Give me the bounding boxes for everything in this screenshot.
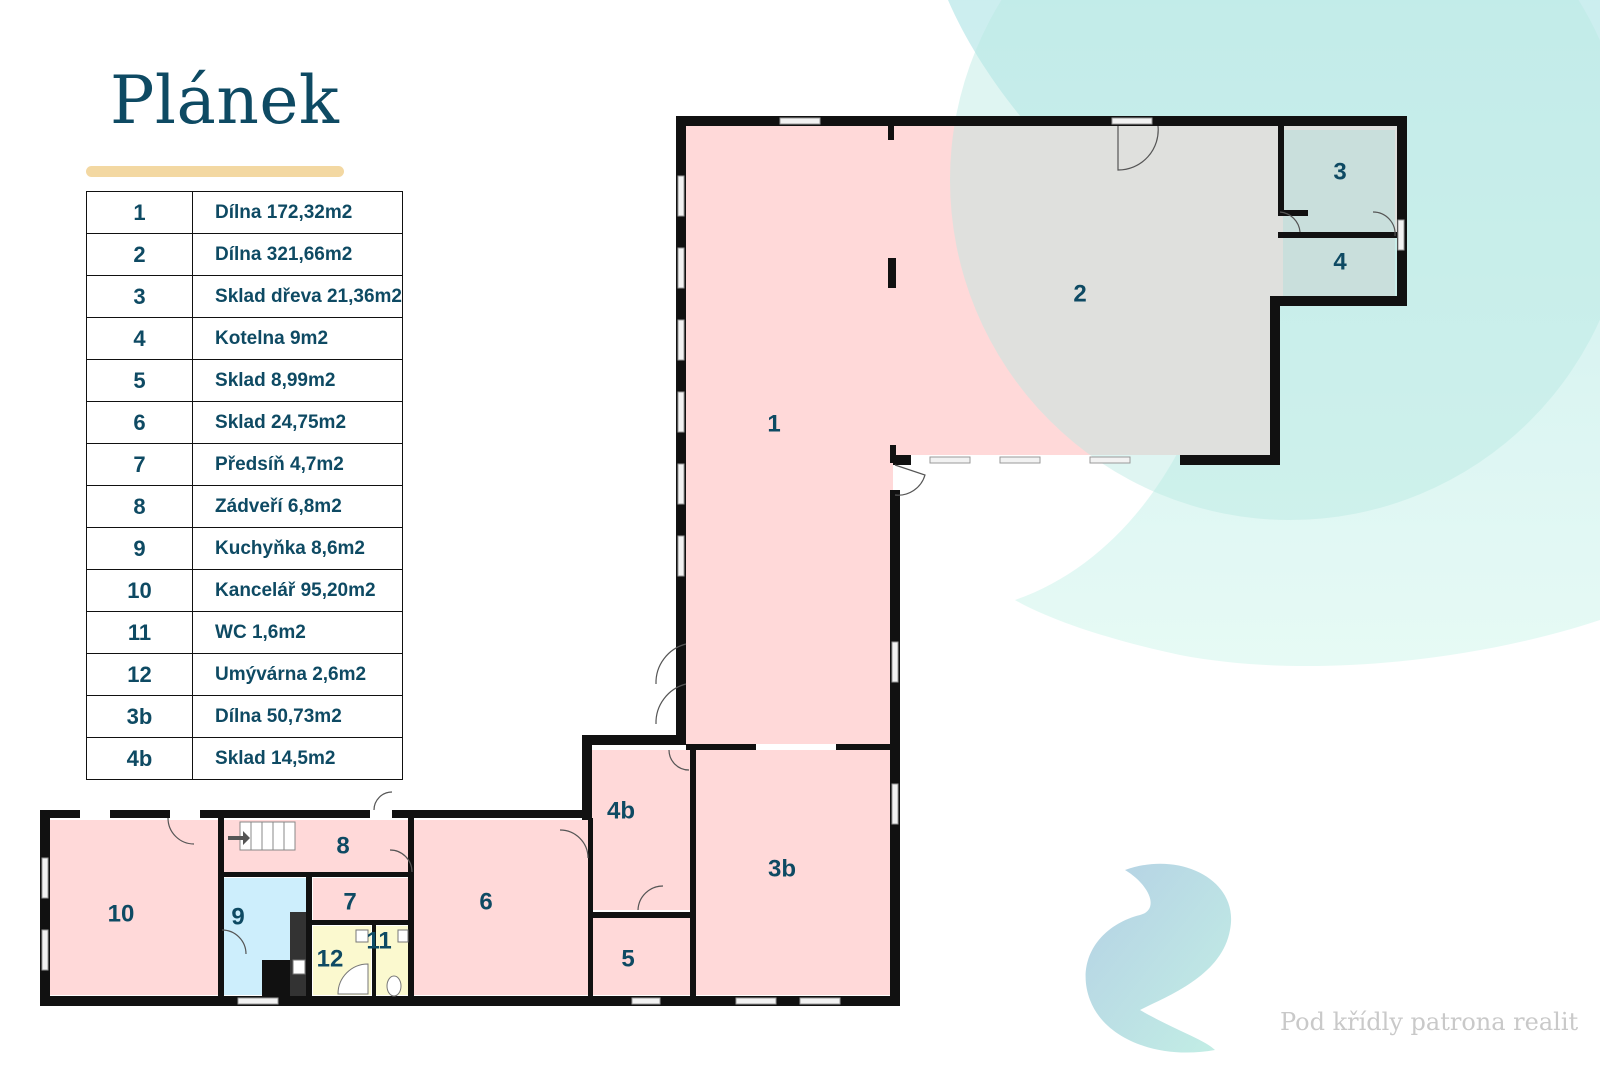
sink-icon [397,929,409,943]
legend-room-number: 12 [85,653,194,696]
legend-room-number: 10 [85,569,194,612]
bathroom-fixtures [292,929,409,997]
room-4b-area [590,750,693,910]
door-swing-icon [1372,211,1396,237]
room-6-area [412,820,590,995]
teal-circle-overlay [950,0,1600,520]
door-swing-icon [167,817,195,845]
room-1-area [683,124,893,744]
windows [41,117,1405,1005]
legend-room-number: 9 [85,527,194,570]
legend-room-description: Zádveří 6,8m2 [192,485,403,528]
room-7-area [313,878,412,922]
door-swing-icon [389,849,413,873]
legend-room-description: Sklad dřeva 21,36m2 [192,275,403,318]
toilet-icon [386,975,402,997]
room-label: 1 [767,410,780,437]
door-swing-icon [559,829,589,859]
room-3b-area [693,750,893,995]
door-swing-icon [373,791,393,811]
room-labels: 1 2 3 4 3b 4b 5 6 10 8 9 7 12 11 [108,158,1348,972]
room-label: 3 [1333,158,1346,185]
room-label: 12 [317,945,344,972]
shower-icon [337,963,369,995]
door-swing-icon [655,643,687,685]
legend-room-description: Kotelna 9m2 [192,317,403,360]
room-label: 7 [343,888,356,915]
patron-logo-icon [1085,863,1232,1053]
door-swing-icon [637,885,664,911]
door-swing-icon [668,749,690,771]
legend-room-description: Dílna 50,73m2 [192,695,403,738]
door-swing-icon [1117,125,1159,171]
room-label: 8 [336,832,349,859]
legend-room-number: 7 [85,443,194,486]
sink-icon [355,929,369,943]
door-swing-icon [221,929,247,955]
room-3-area [1283,130,1395,235]
room-label: 4b [607,797,635,824]
legend-room-number: 11 [85,611,194,654]
legend-room-number: 2 [85,233,194,276]
page-title: Plánek [110,62,340,139]
room-label: 9 [231,903,244,930]
room-label: 5 [621,945,634,972]
legend-room-number: 1 [85,191,194,234]
door-swing-icon [655,683,687,725]
room-label: 6 [479,888,492,915]
legend-room-number: 6 [85,401,194,444]
room-label: 3b [768,855,796,882]
room-label: 4 [1333,248,1347,275]
walls [40,116,1407,1006]
room-5-area [590,916,693,995]
stairs-icon [228,821,296,851]
watermark-text: Pod křídly patrona realit [1280,1008,1579,1036]
legend-room-number: 4b [85,737,194,780]
legend-room-description: Kancelář 95,20m2 [192,569,403,612]
legend-room-description: Sklad 14,5m2 [192,737,403,780]
door-swing-icon [1279,211,1301,233]
title-underline [86,166,344,177]
room-2-area [893,124,1400,455]
door-swing-icon [894,464,926,496]
room-label: 10 [108,900,135,927]
legend-room-number: 5 [85,359,194,402]
room-4-area [1283,238,1395,300]
legend-room-description: Předsíň 4,7m2 [192,443,403,486]
room-label: 2 [1073,280,1086,307]
room-10-area [50,820,222,995]
doors [167,125,1396,955]
legend-room-number: 4 [85,317,194,360]
room-label: 11 [366,927,391,954]
stove-icon [292,959,306,975]
